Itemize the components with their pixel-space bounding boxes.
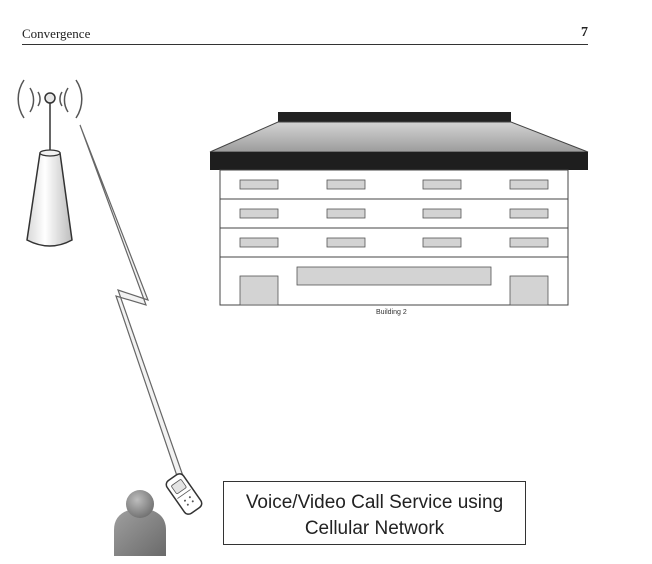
office-building-icon	[209, 112, 589, 306]
building-label: Building 2	[376, 309, 407, 316]
lightning-link-icon	[79, 124, 184, 477]
caption-text: Voice/Video Call Service using Cellular …	[224, 490, 525, 542]
person-icon	[114, 490, 166, 556]
caption-line-2: Cellular Network	[304, 518, 445, 539]
running-header-title: Convergence	[22, 26, 91, 41]
header-divider	[22, 44, 588, 45]
caption-box: Voice/Video Call Service using Cellular …	[223, 481, 526, 545]
caption-line-1: Voice/Video Call Service using	[245, 492, 504, 513]
page-number: 7	[581, 25, 588, 40]
mobile-phone-icon	[165, 473, 203, 515]
cell-tower-icon	[17, 79, 83, 247]
